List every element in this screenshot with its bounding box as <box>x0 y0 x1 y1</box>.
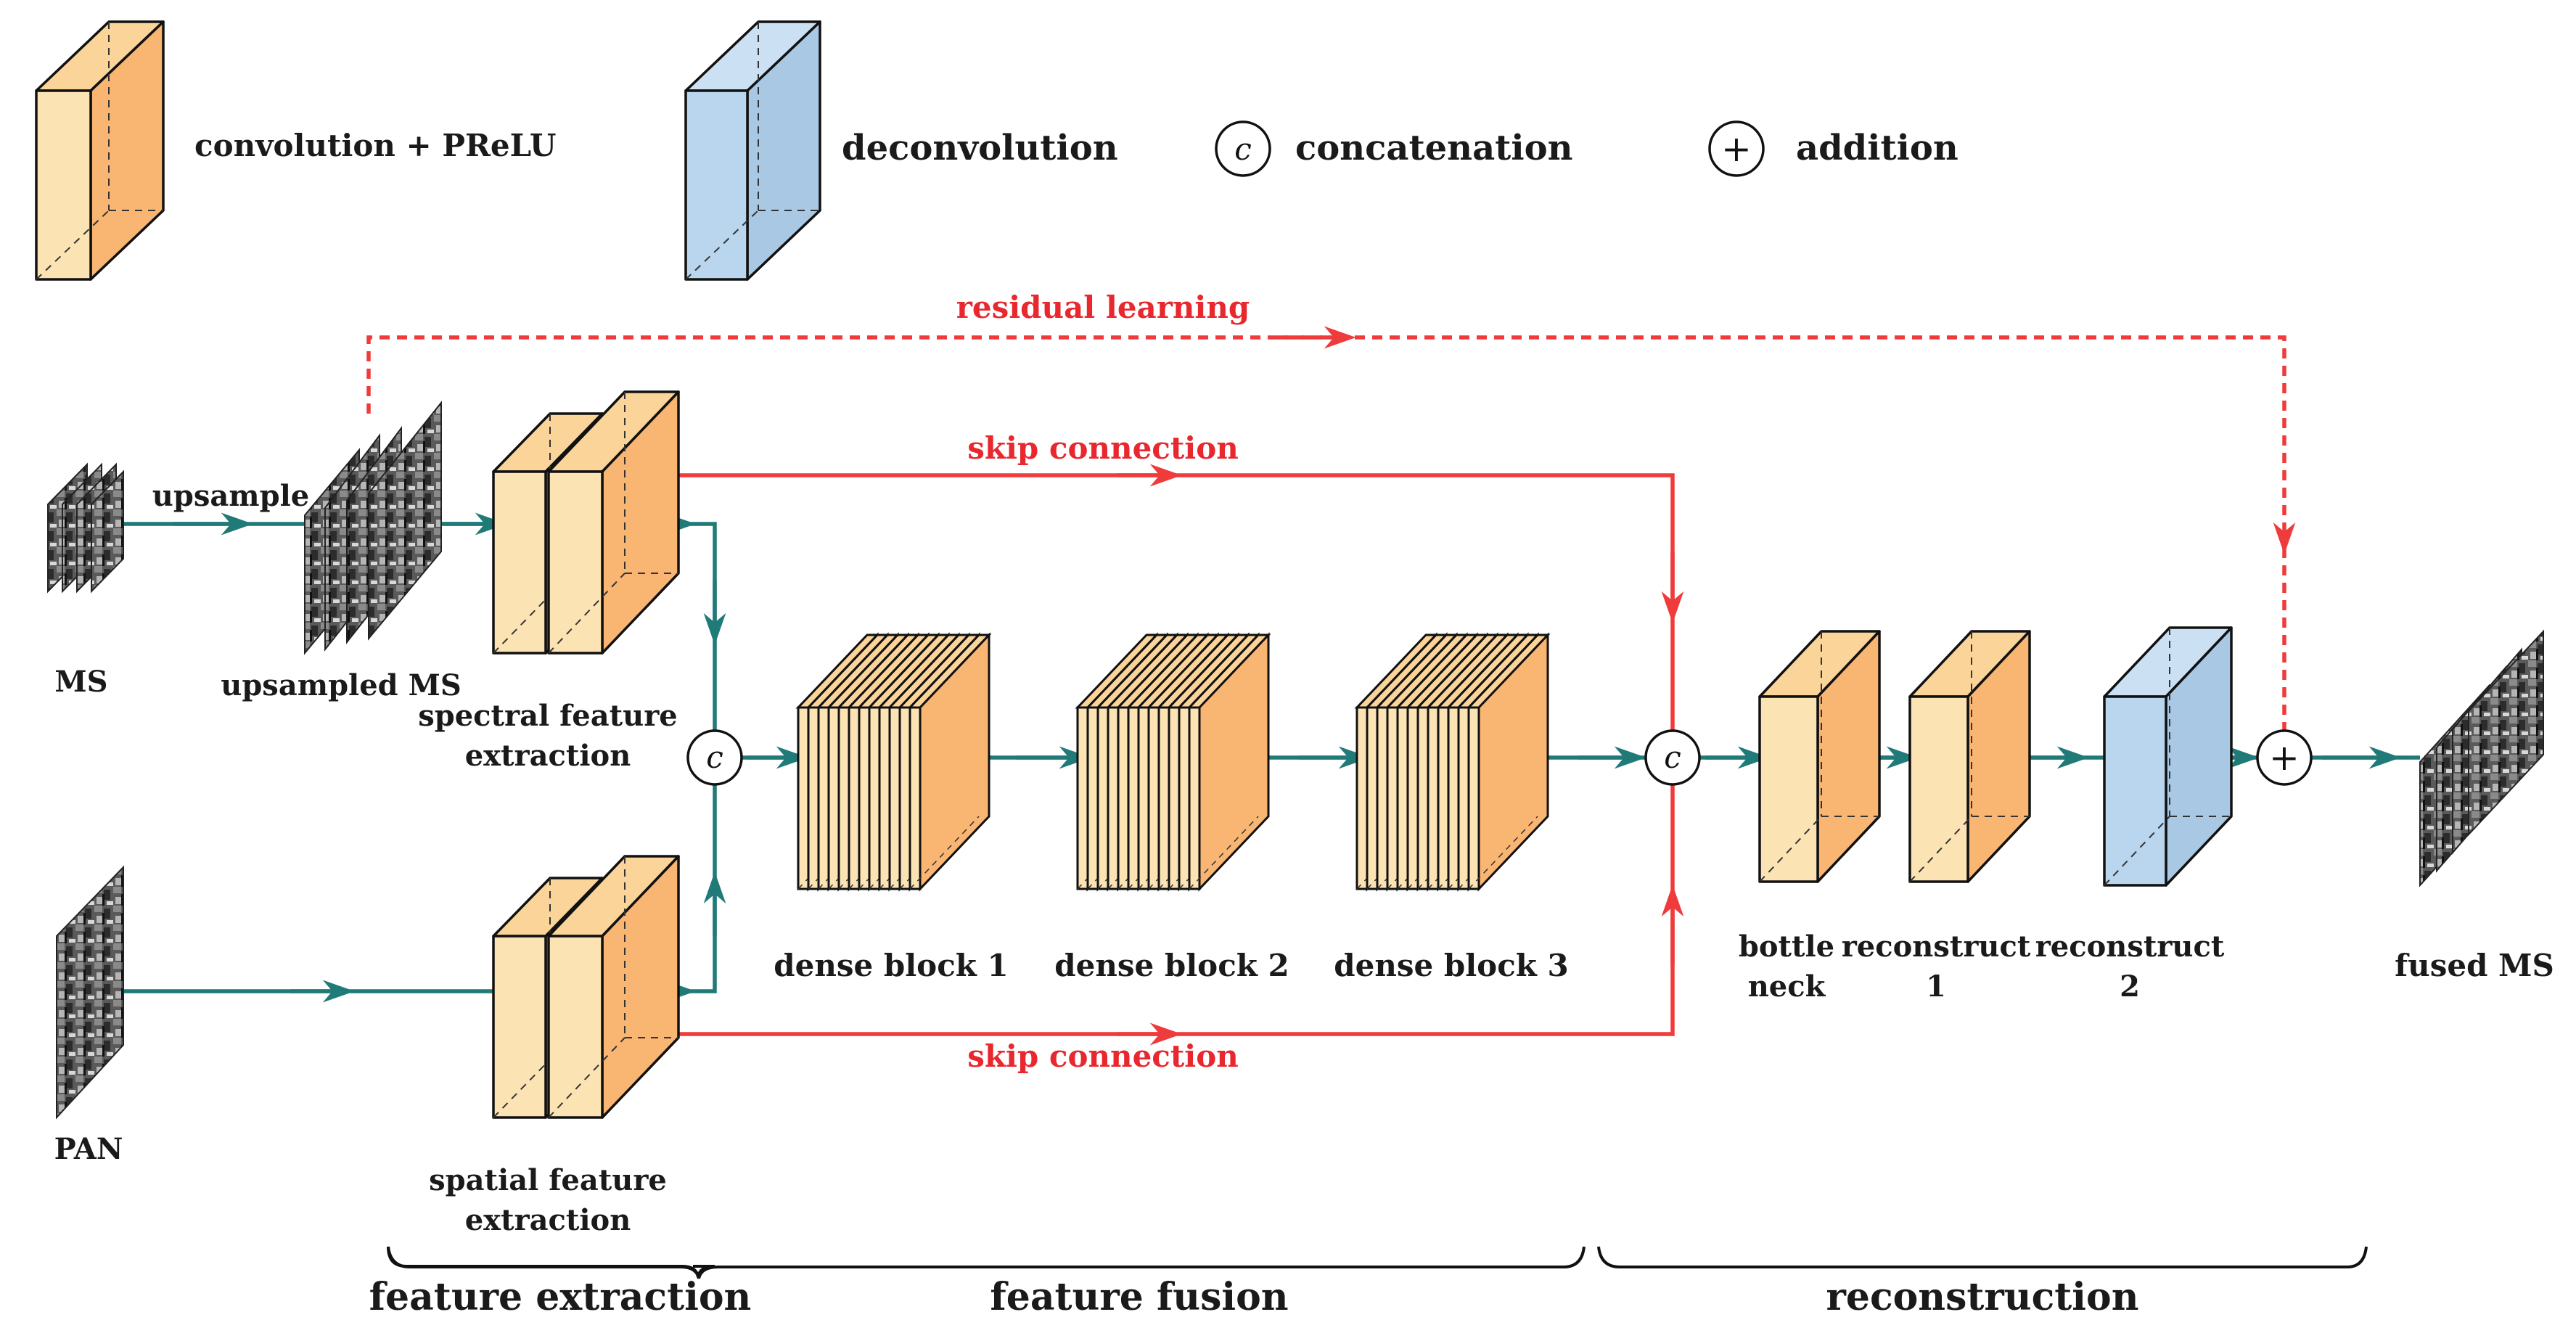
reconstruct-1-label-2: 1 <box>1926 969 1946 1004</box>
spectral-extraction-block <box>492 390 680 655</box>
stage-extraction-label: feature extraction <box>369 1275 752 1319</box>
legend-deconv-label: deconvolution <box>842 128 1118 168</box>
addition-node <box>2256 729 2313 786</box>
legend-deconv-icon <box>684 20 821 281</box>
skip-top-label: skip connection <box>967 430 1239 466</box>
fused-ms-label: fused MS <box>2395 948 2554 983</box>
reconstruct-2-block <box>2103 626 2233 887</box>
skip-bottom-path <box>639 779 1684 1046</box>
concat-node-2 <box>1644 729 1701 786</box>
reconstruct-1-block <box>1908 630 2031 883</box>
legend-add-symbol <box>1708 120 1765 177</box>
dense-block-2 <box>1075 632 1271 892</box>
ms-label: MS <box>54 665 107 699</box>
legend-add-label: addition <box>1796 128 1958 168</box>
pan-image <box>56 865 124 1120</box>
dense-block-1 <box>795 632 992 892</box>
upsampled-ms-image-stack <box>304 401 442 655</box>
bottleneck-label-2: neck <box>1748 969 1826 1004</box>
legend-concat-label: concatenation <box>1295 128 1573 168</box>
bottleneck-block <box>1758 630 1881 883</box>
dense-block-2-label: dense block 2 <box>1054 948 1289 983</box>
dense-block-3 <box>1354 632 1551 892</box>
legend-concat-symbol <box>1215 120 1271 177</box>
legend-conv-icon <box>35 20 165 281</box>
stage-braces <box>387 1246 2368 1279</box>
upsampled-ms-label: upsampled MS <box>221 668 461 702</box>
skip-top-path <box>639 464 1684 734</box>
stage-fusion-label: feature fusion <box>990 1275 1288 1319</box>
ms-image-stack <box>47 462 124 594</box>
dense-block-1-label: dense block 1 <box>774 948 1008 983</box>
legend-concat-glyph: c <box>1234 131 1252 167</box>
spatial-label-1: spatial feature <box>429 1163 667 1197</box>
spectral-label-2: extraction <box>465 739 631 773</box>
skip-bottom-label: skip connection <box>967 1038 1239 1074</box>
stage-reconstruction-label: reconstruction <box>1826 1275 2138 1319</box>
residual-path <box>366 326 2296 733</box>
concat-node-2-glyph: c <box>1664 739 1681 775</box>
dense-slab <box>907 632 992 892</box>
dense-block-3-label: dense block 3 <box>1334 948 1568 983</box>
bottleneck-label-1: bottle <box>1739 930 1834 964</box>
legend-conv-label: convolution + PReLU <box>194 128 556 163</box>
concat-node-1-glyph: c <box>706 739 723 775</box>
pan-label: PAN <box>54 1132 123 1166</box>
residual-label: residual learning <box>956 290 1250 325</box>
legend: convolution + PReLU deconvolution c conc… <box>35 20 1958 281</box>
dense-slab <box>1466 632 1551 892</box>
spatial-extraction-block <box>492 855 680 1119</box>
legend-add-glyph: + <box>1721 128 1752 170</box>
reconstruct-2-label-2: 2 <box>2120 969 2140 1004</box>
fused-ms-image-stack <box>2419 629 2544 887</box>
addition-node-glyph: + <box>2269 737 2300 779</box>
spectral-label-1: spectral feature <box>418 699 678 733</box>
spatial-label-2: extraction <box>465 1203 631 1237</box>
upsample-label: upsample <box>152 479 309 513</box>
reconstruct-2-label-1: reconstruct <box>2035 930 2225 964</box>
dense-slab <box>1186 632 1271 892</box>
concat-node-1 <box>686 729 743 786</box>
reconstruct-1-label-1: reconstruct <box>1842 930 2031 964</box>
